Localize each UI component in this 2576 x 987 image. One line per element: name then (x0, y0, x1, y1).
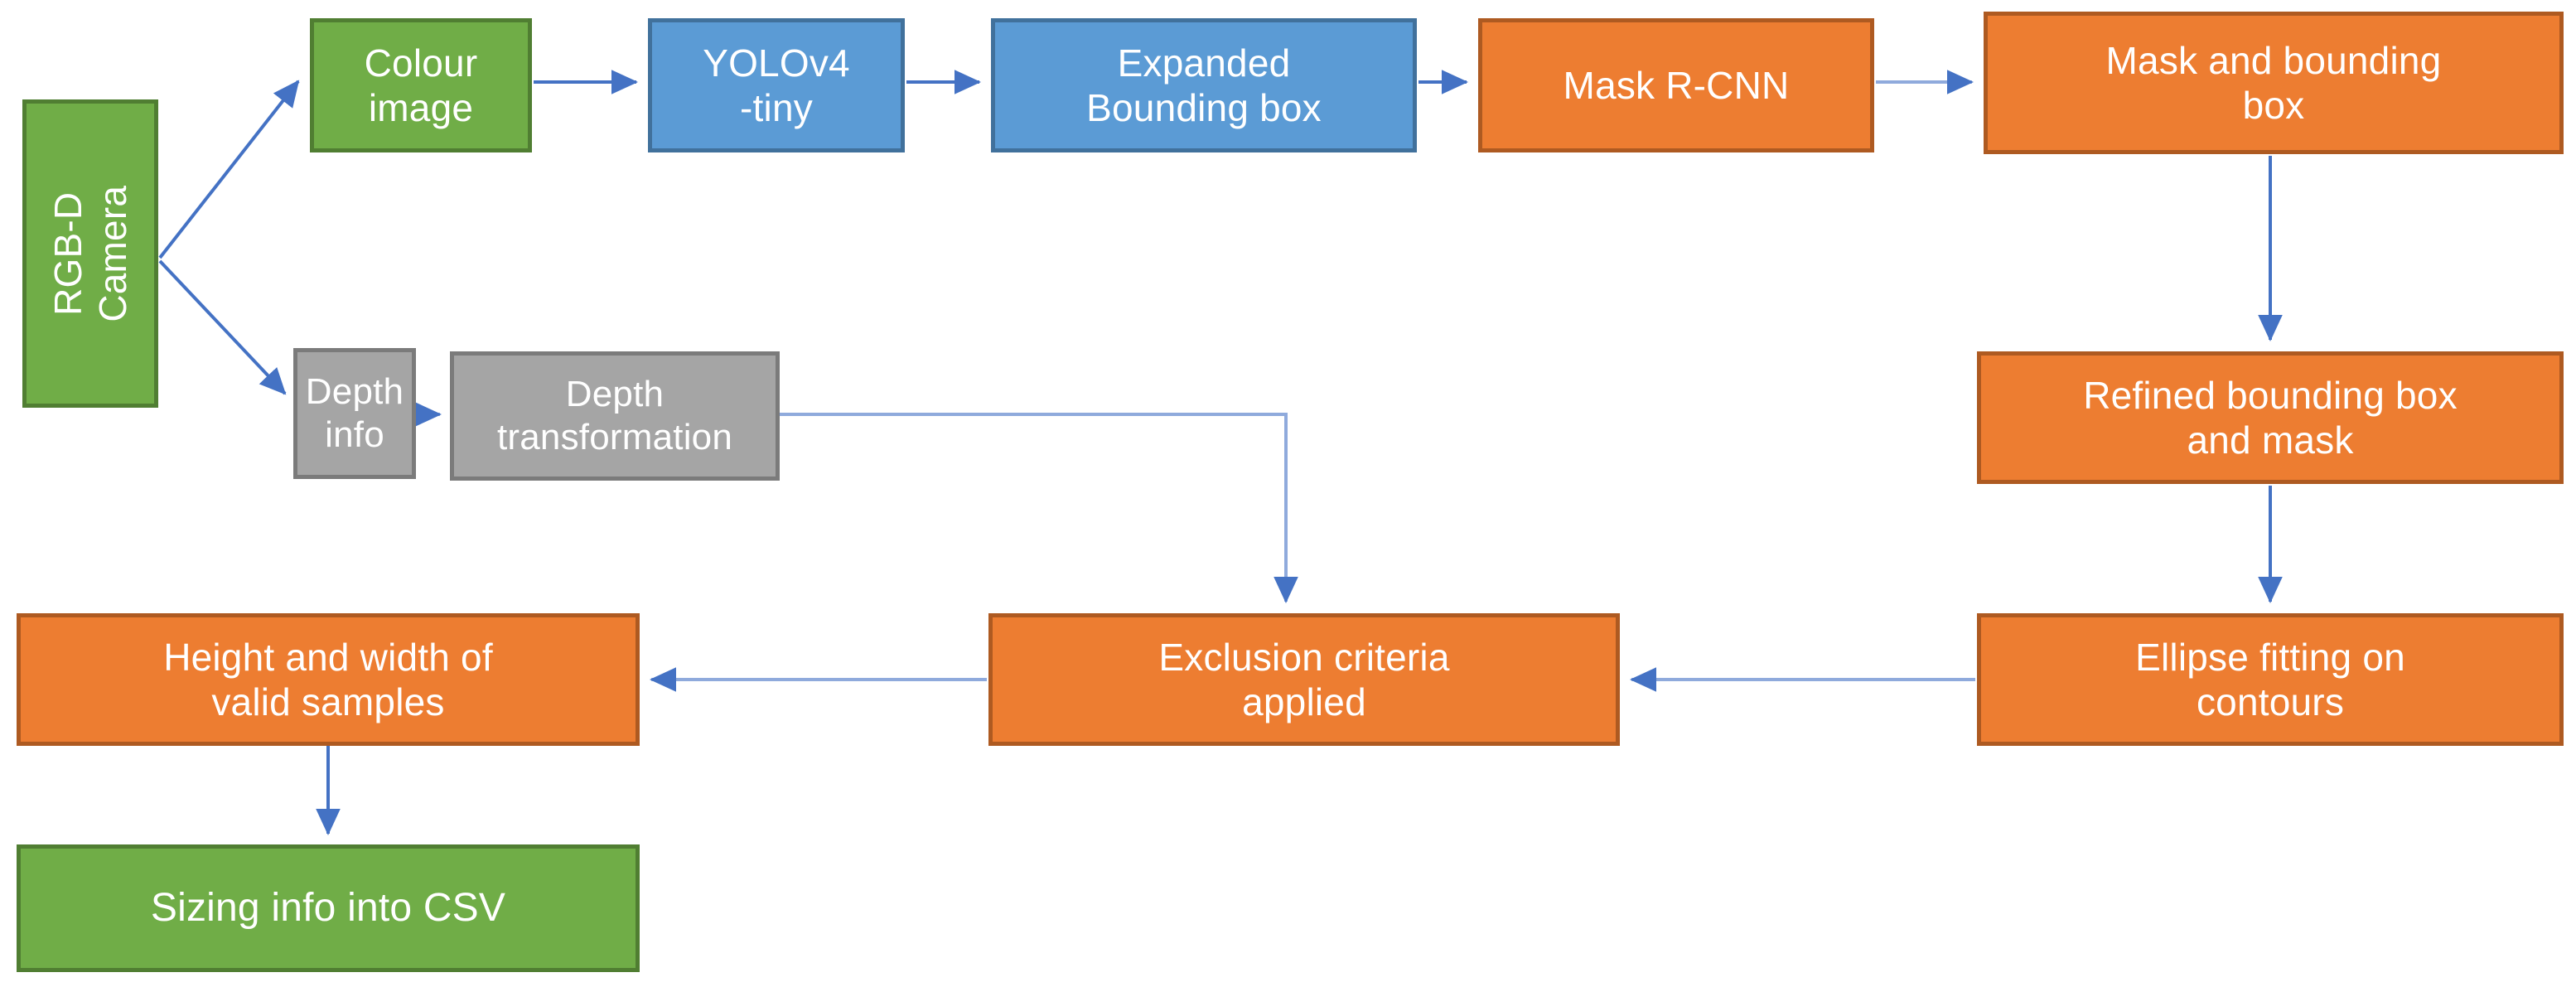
node-yolov4-tiny[interactable]: YOLOv4 -tiny (648, 18, 905, 152)
node-refined-bounding-box-and-mask[interactable]: Refined bounding box and mask (1977, 351, 2564, 484)
node-depth-info-label: Depth info (305, 371, 404, 455)
node-mask-rcnn[interactable]: Mask R-CNN (1478, 18, 1874, 152)
node-expanded-bounding-box-label: Expanded Bounding box (1086, 41, 1322, 129)
node-mask-rcnn-label: Mask R-CNN (1563, 63, 1790, 107)
edge-camera-to-colour-image (158, 80, 300, 259)
node-mask-and-bounding-box[interactable]: Mask and bounding box (1984, 12, 2564, 154)
node-sizing-info-into-csv-label: Sizing info into CSV (150, 885, 506, 930)
node-rgbd-camera[interactable]: RGB-D Camera (22, 99, 158, 408)
node-depth-transformation-label: Depth transformation (496, 374, 733, 457)
node-depth-info[interactable]: Depth info (293, 348, 416, 479)
node-refined-bounding-box-and-mask-label: Refined bounding box and mask (2083, 373, 2458, 462)
node-exclusion-criteria-label: Exclusion criteria applied (1158, 635, 1450, 723)
node-colour-image[interactable]: Colour image (310, 18, 532, 152)
node-exclusion-criteria-applied[interactable]: Exclusion criteria applied (988, 613, 1620, 746)
node-height-and-width-label: Height and width of valid samples (163, 635, 493, 723)
node-depth-transformation[interactable]: Depth transformation (450, 351, 780, 481)
edge-depth-transformation-to-exclusion (780, 413, 1298, 603)
node-sizing-info-into-csv[interactable]: Sizing info into CSV (17, 844, 640, 972)
node-rgbd-camera-label: RGB-D Camera (46, 185, 134, 322)
node-ellipse-fitting-on-contours[interactable]: Ellipse fitting on contours (1977, 613, 2564, 746)
edge-camera-to-depth-info (158, 259, 287, 395)
node-mask-and-bounding-box-label: Mask and bounding box (2105, 38, 2442, 127)
node-ellipse-fitting-label: Ellipse fitting on contours (2135, 635, 2405, 723)
node-expanded-bounding-box[interactable]: Expanded Bounding box (991, 18, 1417, 152)
node-yolov4-tiny-label: YOLOv4 -tiny (703, 41, 850, 129)
node-height-and-width-of-valid-samples[interactable]: Height and width of valid samples (17, 613, 640, 746)
node-colour-image-label: Colour image (364, 41, 478, 129)
